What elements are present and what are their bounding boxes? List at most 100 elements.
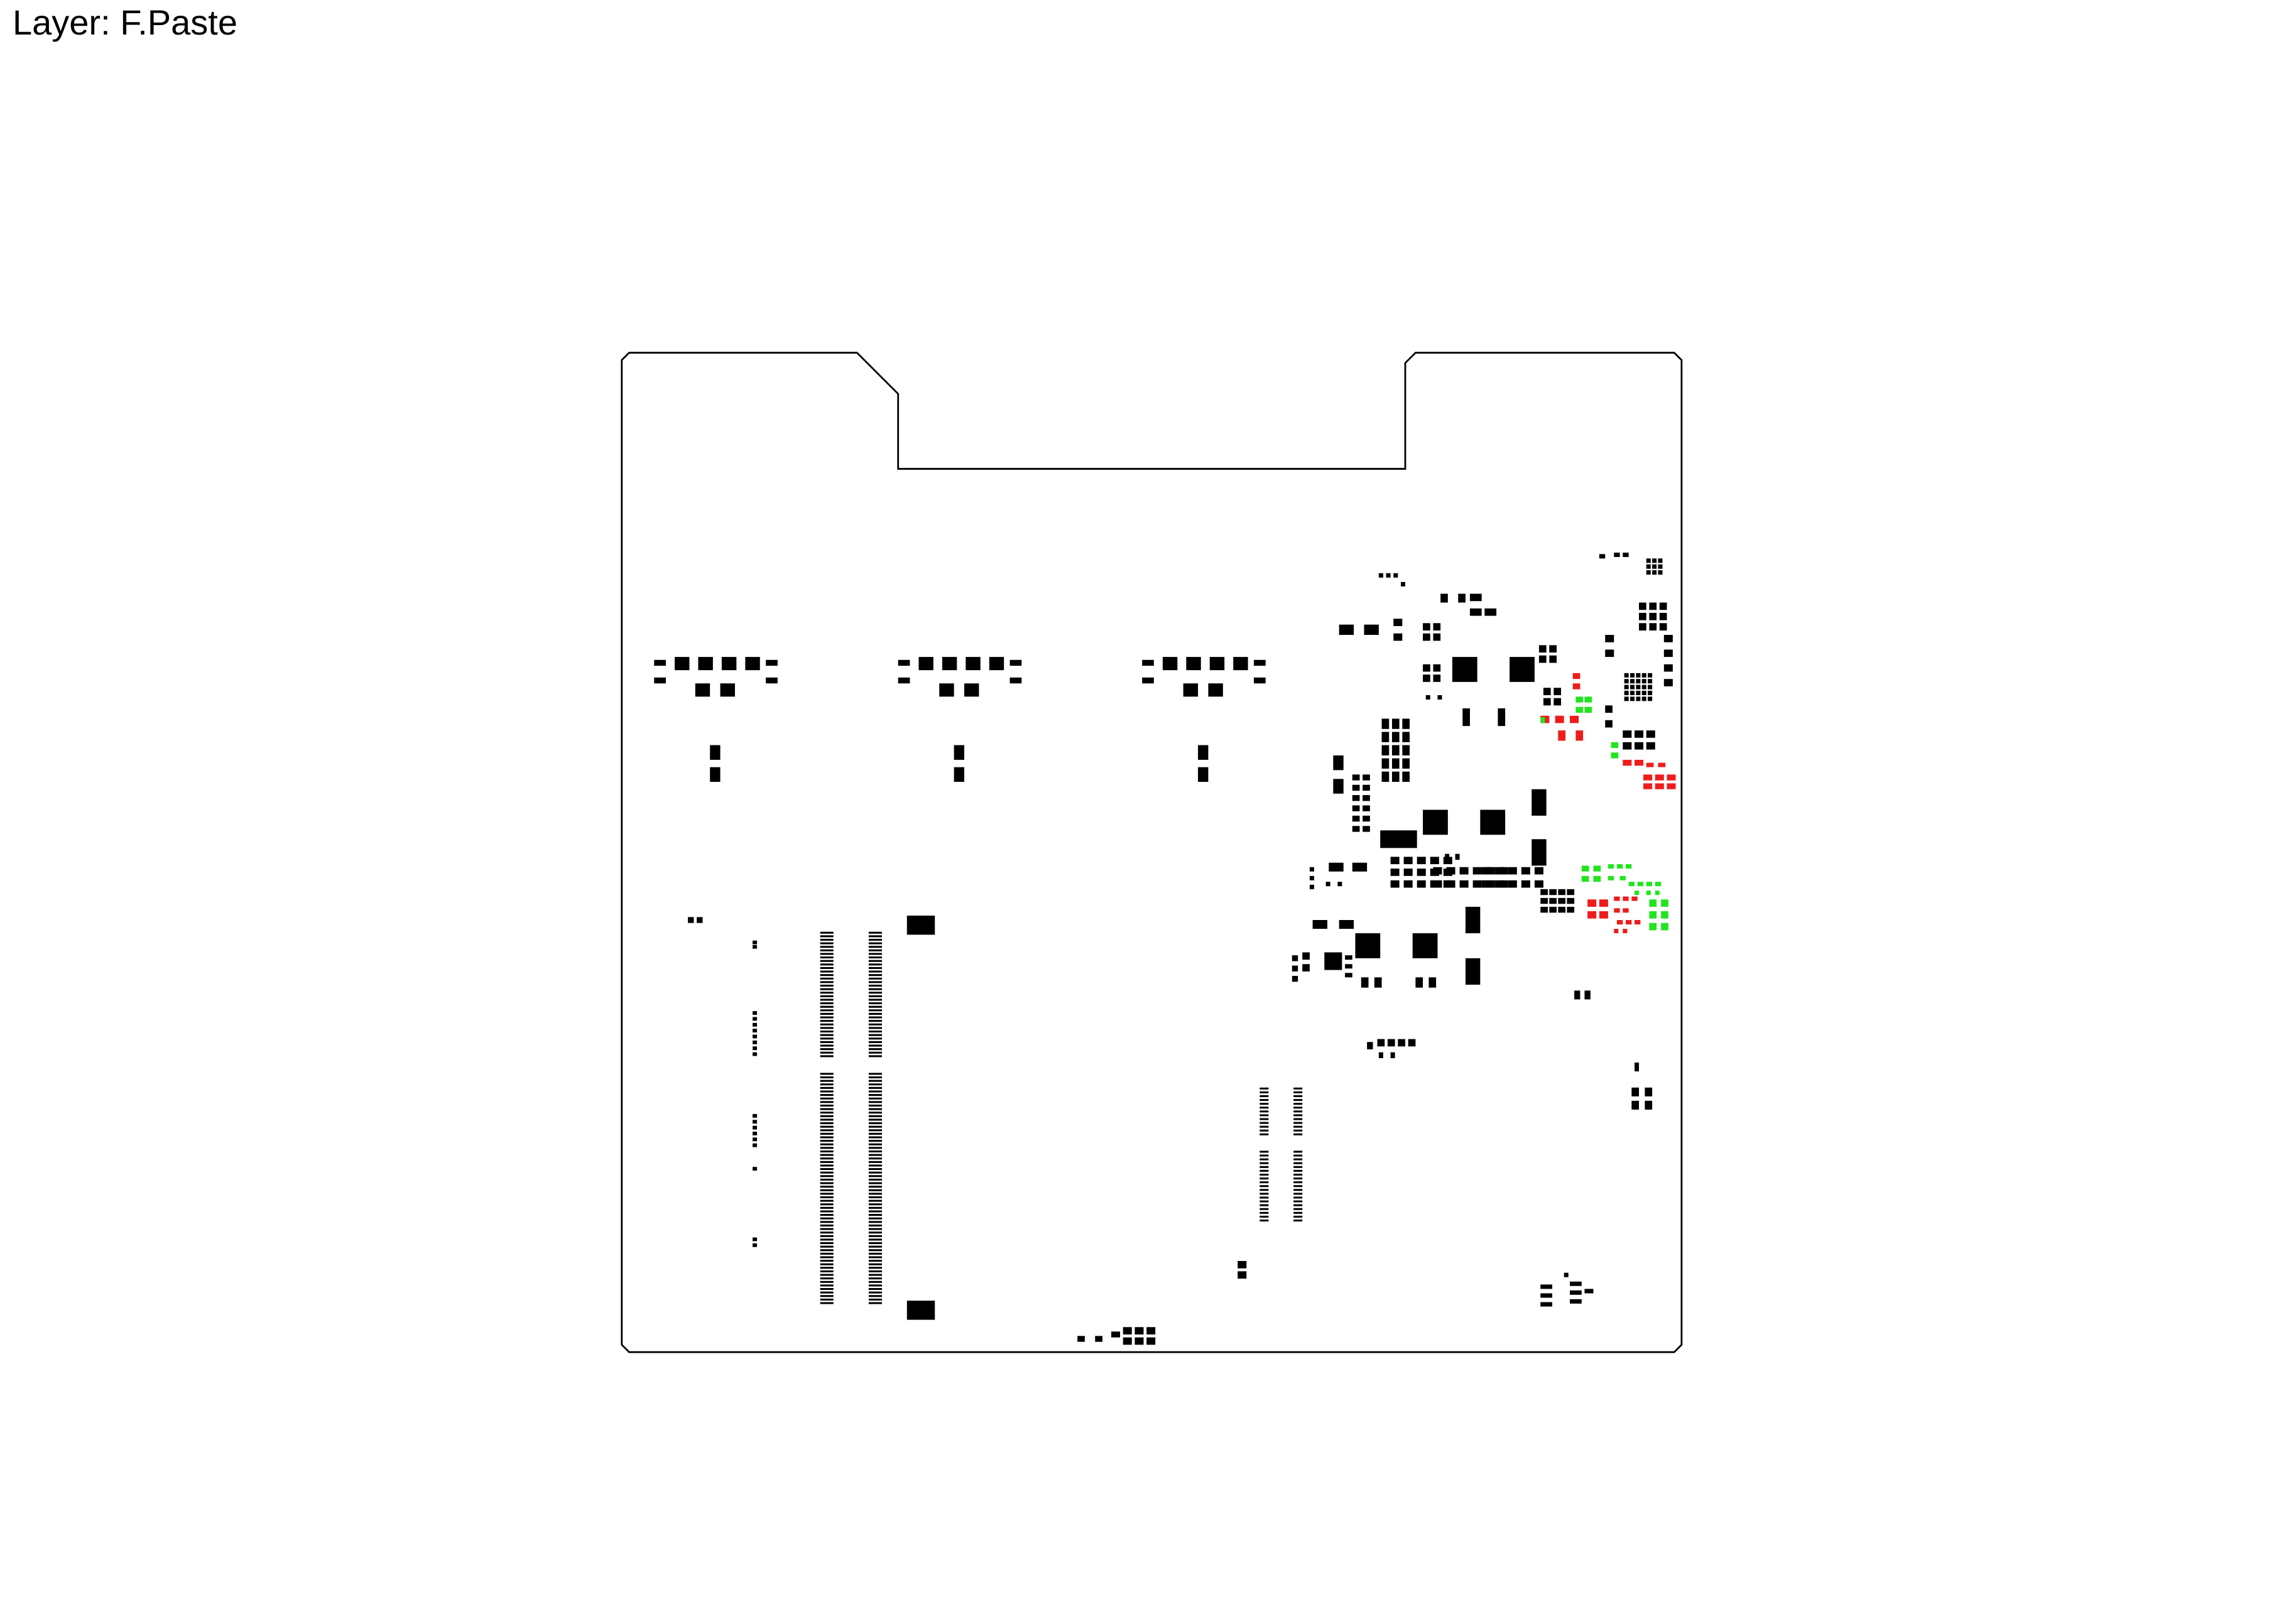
paste-pad bbox=[1198, 745, 1209, 760]
paste-pad bbox=[868, 1012, 882, 1015]
paste-pad bbox=[868, 1210, 882, 1213]
paste-pad bbox=[868, 1203, 882, 1206]
paste-pad bbox=[1329, 862, 1344, 872]
paste-pad bbox=[1260, 1107, 1269, 1109]
paste-pad bbox=[1543, 688, 1551, 695]
paste-pad bbox=[753, 1040, 758, 1044]
paste-pad bbox=[1403, 869, 1413, 876]
paste-pad bbox=[868, 1232, 882, 1234]
paste-pad bbox=[1390, 880, 1400, 888]
paste-pad bbox=[1337, 882, 1342, 887]
paste-pad bbox=[820, 963, 834, 966]
paste-pad bbox=[1293, 1185, 1303, 1188]
paste-pad bbox=[868, 1161, 882, 1163]
paste-pad bbox=[1623, 730, 1632, 738]
paste-pad bbox=[868, 992, 882, 994]
paste-pad bbox=[1553, 698, 1562, 706]
paste-pad bbox=[868, 1178, 882, 1181]
paste-pad bbox=[820, 1027, 834, 1029]
paste-pad bbox=[820, 977, 834, 980]
paste-pad bbox=[1293, 1110, 1303, 1113]
paste-pad bbox=[820, 1284, 834, 1287]
paste-pad bbox=[1387, 1039, 1395, 1047]
paste-pad bbox=[1095, 1336, 1102, 1342]
paste-pad bbox=[868, 1171, 882, 1174]
paste-pad bbox=[1648, 679, 1653, 684]
paste-pad bbox=[1293, 1215, 1303, 1218]
paste-pad bbox=[1293, 1114, 1303, 1117]
paste-pad bbox=[1593, 875, 1601, 882]
paste-pad bbox=[753, 1237, 758, 1242]
highlighted-pads-green bbox=[1540, 696, 1668, 931]
paste-pad bbox=[1628, 882, 1635, 887]
paste-pad bbox=[1608, 875, 1614, 880]
paste-pad bbox=[1162, 657, 1178, 671]
paste-pad bbox=[1352, 795, 1360, 801]
paste-pad bbox=[1400, 582, 1405, 587]
paste-pad bbox=[868, 946, 882, 948]
paste-pad bbox=[820, 1291, 834, 1294]
paste-pad bbox=[820, 1235, 834, 1237]
paste-pad bbox=[1253, 659, 1266, 666]
paste-pad bbox=[868, 1143, 882, 1145]
paste-pad bbox=[1616, 920, 1623, 925]
paste-pad bbox=[1363, 795, 1370, 801]
paste-pad bbox=[1393, 633, 1403, 641]
paste-pad bbox=[820, 1186, 834, 1188]
paste-pad bbox=[820, 1118, 834, 1121]
paste-pad bbox=[1260, 1219, 1269, 1221]
paste-pad bbox=[1238, 1260, 1247, 1269]
paste-pad bbox=[1630, 696, 1635, 701]
paste-pad bbox=[1663, 649, 1673, 658]
paste-pad bbox=[1630, 679, 1635, 684]
paste-pad bbox=[1625, 920, 1632, 925]
paste-pad bbox=[820, 1242, 834, 1245]
paste-pad bbox=[868, 1112, 882, 1114]
paste-pad bbox=[1393, 619, 1403, 626]
paste-pad bbox=[1572, 683, 1581, 690]
paste-pad bbox=[1659, 612, 1667, 620]
paste-pad bbox=[1293, 1181, 1303, 1184]
paste-pad bbox=[1293, 1189, 1303, 1191]
paste-pad bbox=[820, 999, 834, 1001]
paste-pad bbox=[1363, 784, 1370, 791]
paste-pad bbox=[868, 949, 882, 951]
paste-pad bbox=[1374, 977, 1382, 988]
paste-pad bbox=[1663, 664, 1673, 672]
paste-pad bbox=[753, 1113, 758, 1118]
paste-pad bbox=[1605, 705, 1613, 713]
paste-pad bbox=[820, 1002, 834, 1005]
paste-pad bbox=[1570, 1281, 1582, 1286]
paste-pad bbox=[1378, 1052, 1383, 1058]
paste-pad bbox=[1425, 695, 1430, 700]
paste-pad bbox=[820, 992, 834, 994]
paste-pad bbox=[1661, 923, 1668, 931]
paste-pad bbox=[1631, 1100, 1640, 1110]
paste-pad bbox=[1543, 698, 1551, 706]
paste-pad bbox=[1352, 774, 1360, 781]
paste-pad bbox=[654, 677, 666, 684]
paste-pad bbox=[1587, 911, 1597, 919]
paste-pad bbox=[820, 949, 834, 951]
paste-pad bbox=[820, 1249, 834, 1252]
paste-pad bbox=[1624, 679, 1629, 684]
paste-pad bbox=[1605, 720, 1613, 728]
paste-pad bbox=[753, 940, 758, 945]
paste-pad bbox=[1599, 554, 1606, 559]
paste-pad bbox=[1309, 875, 1314, 880]
paste-pad bbox=[1567, 889, 1575, 896]
paste-pad bbox=[1378, 573, 1383, 578]
paste-pad bbox=[1260, 1215, 1269, 1218]
paste-pad bbox=[868, 974, 882, 977]
paste-pad bbox=[1352, 784, 1360, 791]
paste-pad bbox=[1415, 977, 1423, 988]
paste-pad bbox=[1649, 899, 1657, 907]
paste-pad bbox=[1391, 732, 1400, 742]
paste-pad bbox=[1549, 906, 1557, 913]
paste-pad bbox=[1649, 612, 1657, 620]
paste-pad bbox=[697, 917, 703, 923]
paste-pad bbox=[1646, 730, 1655, 738]
paste-pad bbox=[1253, 677, 1266, 684]
paste-pad bbox=[1575, 730, 1584, 741]
paste-pad bbox=[1635, 890, 1640, 896]
